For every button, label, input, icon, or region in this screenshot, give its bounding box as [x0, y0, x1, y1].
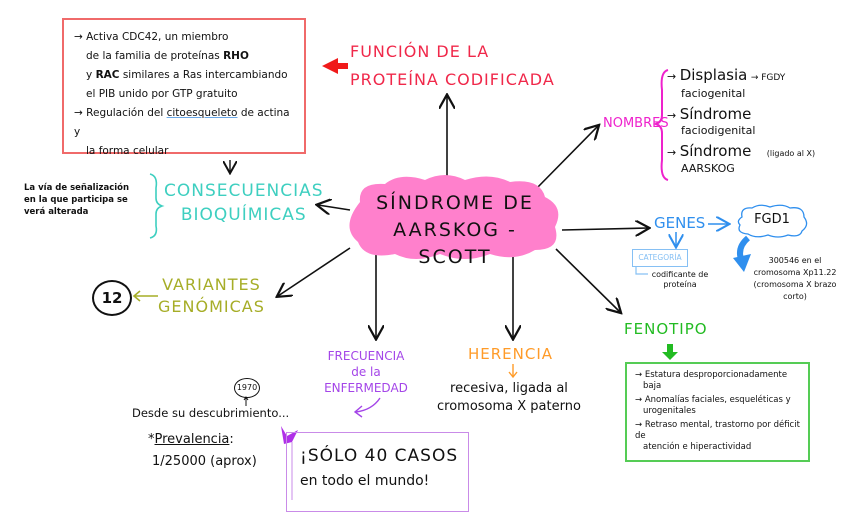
- gene-cloud-shape: [737, 204, 808, 238]
- rac-label: RAC: [95, 69, 120, 81]
- central-topic-line1: SÍNDROME DE: [376, 192, 534, 214]
- name-item: → Síndrome faciodigenital: [667, 105, 756, 138]
- variant-count-badge: 12: [92, 280, 132, 316]
- inheritance-title: HERENCIA: [468, 345, 554, 363]
- category-label: CATEGORÍA: [632, 249, 688, 267]
- gene-name: FGD1: [754, 212, 790, 227]
- consequences-note: La vía de señalización en la que partici…: [24, 183, 130, 217]
- central-topic-line2: AARSKOG - SCOTT: [393, 219, 517, 268]
- inheritance-text: recesiva, ligada al cromosoma X paterno: [437, 381, 581, 414]
- rho-label: RHO: [223, 50, 249, 62]
- function-details-box: → Activa CDC42, un miembro de la familia…: [62, 18, 306, 157]
- function-item-1: → Activa CDC42, un miembro: [74, 31, 229, 43]
- genes-label: GENES: [654, 214, 706, 232]
- name-item: → Displasia → FGDY faciogenital: [667, 66, 786, 101]
- name-item: → Síndrome (ligado al X) AARSKOG: [667, 142, 816, 176]
- center-cloud-shape: [349, 175, 559, 259]
- central-topic: SÍNDROME DE AARSKOG - SCOTT: [355, 190, 555, 271]
- cases-box: [286, 432, 469, 512]
- category-value: codificante de proteína: [651, 270, 709, 289]
- function-item-2: → Regulación del citoesqueleto de actina…: [74, 107, 290, 138]
- names-list: → Displasia → FGDY faciogenital → Síndro…: [667, 68, 815, 182]
- phenotype-item: → Estatura desproporcionadamente baja: [635, 370, 788, 391]
- phenotype-title: FENOTIPO: [624, 320, 708, 338]
- phenotype-item: → Retraso mental, trastorno por déficit …: [635, 420, 800, 452]
- frequency-title: FRECUENCIA de la ENFERMEDAD: [324, 349, 408, 395]
- prevalence-label: *Prevalencia:: [148, 432, 234, 447]
- function-title: FUNCIÓN DE LA PROTEÍNA CODIFICADA: [350, 42, 555, 89]
- prevalence-value: 1/25000 (aprox): [152, 454, 257, 469]
- since-discovery-text: Desde su descubrimiento...: [132, 406, 290, 420]
- cases-line1: ¡SÓLO 40 CASOS: [300, 446, 459, 466]
- cases-line2: en todo el mundo!: [300, 473, 430, 489]
- names-label: NOMBRES: [603, 116, 669, 131]
- phenotype-item: → Anomalías faciales, esqueléticas y uro…: [635, 395, 791, 416]
- variants-title: VARIANTES GENÓMICAS: [158, 275, 265, 316]
- consequences-title: CONSECUENCIAS BIOQUÍMICAS: [164, 181, 324, 225]
- phenotype-box: → Estatura desproporcionadamente baja → …: [625, 362, 810, 462]
- gene-locus: 300546 en el cromosoma Xp11.22 (cromosom…: [753, 256, 837, 301]
- discovery-year: 1970: [234, 378, 260, 398]
